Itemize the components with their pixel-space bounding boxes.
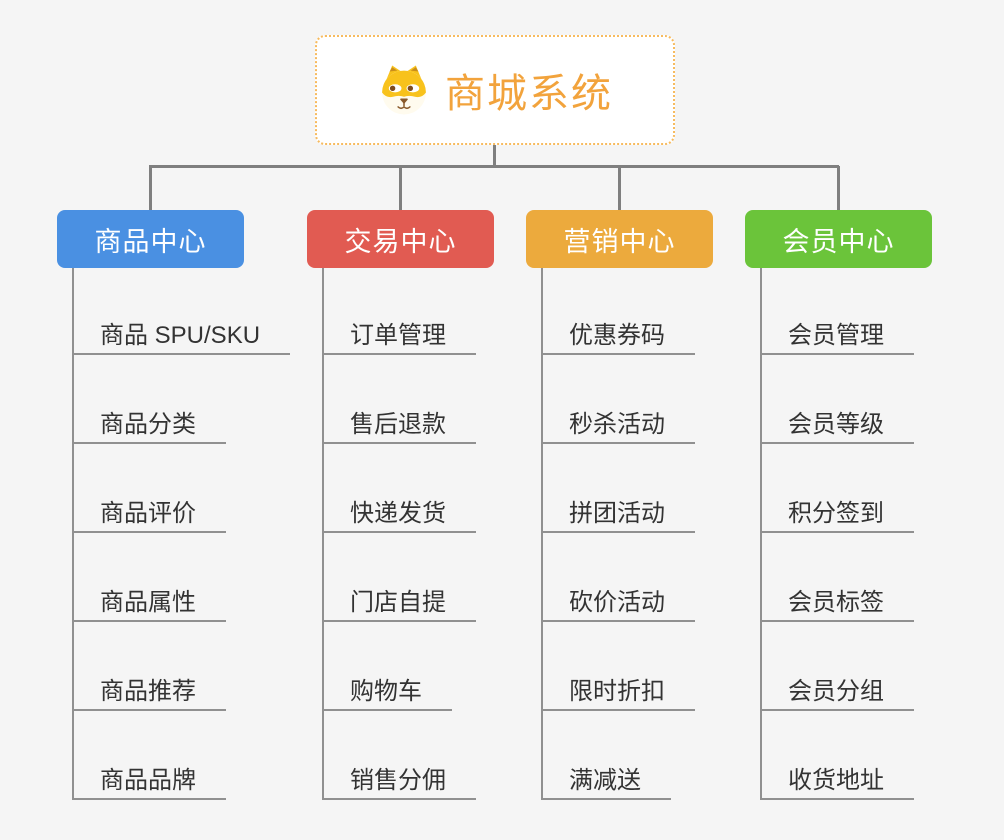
child-node-goods-recommend[interactable]: 商品推荐 — [72, 675, 226, 711]
child-node-full-reduction[interactable]: 满减送 — [541, 764, 671, 800]
child-node-shipping-address[interactable]: 收货地址 — [760, 764, 914, 800]
child-node-after-sale-refund[interactable]: 售后退款 — [322, 408, 476, 444]
child-node-goods-brand[interactable]: 商品品牌 — [72, 764, 226, 800]
branch-header-trade-center[interactable]: 交易中心 — [307, 210, 494, 268]
branch-goods-center: 商品中心 商品 SPU/SKU 商品分类 商品评价 商品属性 商品推荐 商品品牌 — [57, 210, 297, 810]
connector-drop-marketing — [618, 166, 621, 210]
child-node-member-management[interactable]: 会员管理 — [760, 319, 914, 355]
child-node-goods-category[interactable]: 商品分类 — [72, 408, 226, 444]
child-node-order-management[interactable]: 订单管理 — [322, 319, 476, 355]
root-node-label: 商城系统 — [445, 72, 613, 116]
branch-vline — [541, 268, 543, 800]
child-node-coupon-code[interactable]: 优惠券码 — [541, 319, 695, 355]
child-node-goods-attribute[interactable]: 商品属性 — [72, 586, 226, 622]
branch-header-marketing-center[interactable]: 营销中心 — [526, 210, 713, 268]
connector-drop-member — [837, 166, 840, 210]
child-node-shopping-cart[interactable]: 购物车 — [322, 675, 452, 711]
child-node-member-level[interactable]: 会员等级 — [760, 408, 914, 444]
branch-header-goods-center[interactable]: 商品中心 — [57, 210, 244, 268]
child-node-member-groups[interactable]: 会员分组 — [760, 675, 914, 711]
child-node-sales-commission[interactable]: 销售分佣 — [322, 764, 476, 800]
connector-drop-trade — [399, 166, 402, 210]
root-node-mall-system[interactable]: 商城系统 — [315, 35, 675, 145]
child-node-limited-time-discount[interactable]: 限时折扣 — [541, 675, 695, 711]
branch-vline — [322, 268, 324, 800]
branch-vline — [760, 268, 762, 800]
branch-member-center: 会员中心 会员管理 会员等级 积分签到 会员标签 会员分组 收货地址 — [745, 210, 985, 810]
child-node-bargain-activity[interactable]: 砍价活动 — [541, 586, 695, 622]
shiba-dog-icon — [382, 65, 426, 115]
child-node-points-checkin[interactable]: 积分签到 — [760, 497, 914, 533]
child-node-group-buy[interactable]: 拼团活动 — [541, 497, 695, 533]
child-node-express-delivery[interactable]: 快递发货 — [322, 497, 476, 533]
child-node-member-tags[interactable]: 会员标签 — [760, 586, 914, 622]
connector-root-stub — [493, 145, 496, 166]
child-node-store-pickup[interactable]: 门店自提 — [322, 586, 476, 622]
branch-vline — [72, 268, 74, 800]
branch-marketing-center: 营销中心 优惠券码 秒杀活动 拼团活动 砍价活动 限时折扣 满减送 — [526, 210, 766, 810]
child-node-flash-sale[interactable]: 秒杀活动 — [541, 408, 695, 444]
connector-drop-goods — [149, 166, 152, 210]
child-node-goods-review[interactable]: 商品评价 — [72, 497, 226, 533]
branch-header-member-center[interactable]: 会员中心 — [745, 210, 932, 268]
branch-trade-center: 交易中心 订单管理 售后退款 快递发货 门店自提 购物车 销售分佣 — [307, 210, 547, 810]
child-node-goods-spu-sku[interactable]: 商品 SPU/SKU — [72, 319, 291, 355]
connector-trunk — [149, 165, 839, 168]
